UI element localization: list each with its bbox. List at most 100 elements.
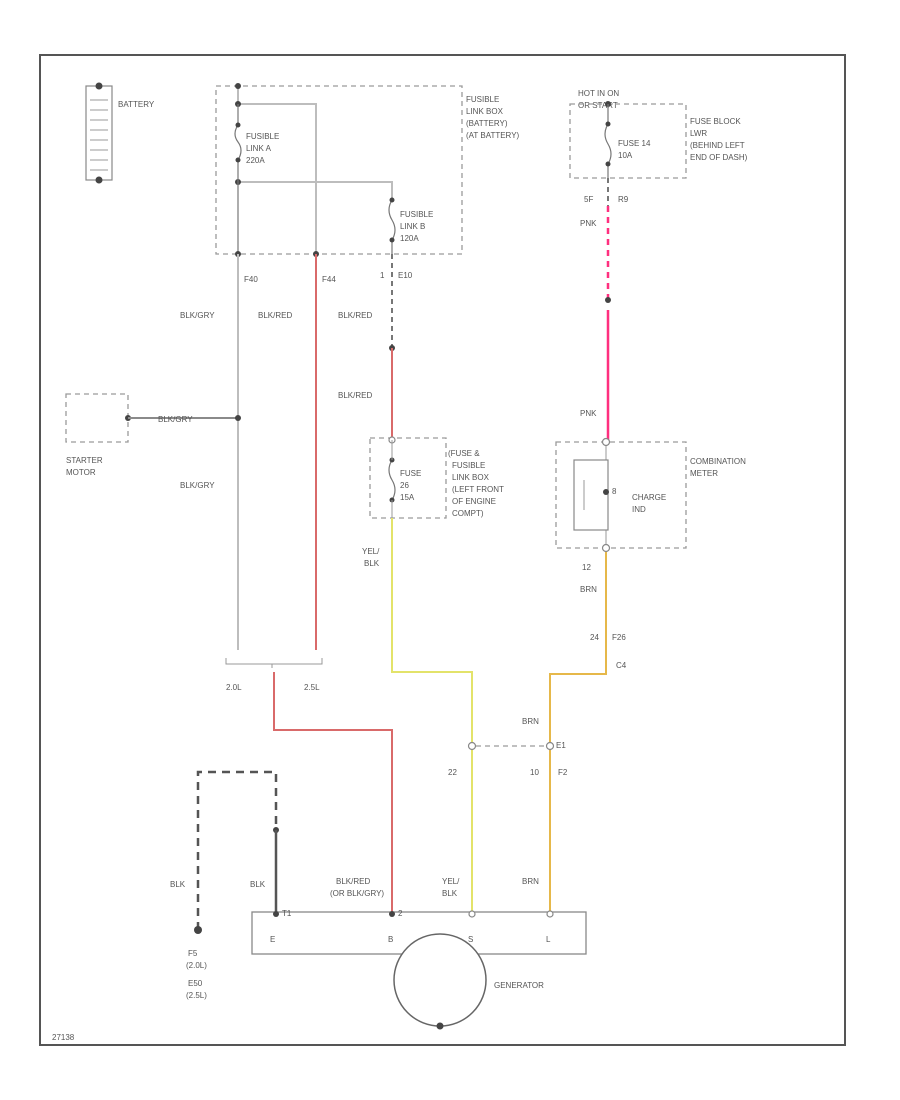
generator-terminal-b: B (388, 935, 393, 944)
connector-24: 24 (590, 633, 599, 642)
wire-label-brn-1: BRN (580, 585, 597, 594)
fuse-block-lwr (569, 103, 687, 179)
fuse-fusible-box-label-4: (LEFT FRONT (452, 485, 504, 494)
fuse-block-label-4: END OF DASH) (690, 153, 748, 162)
wire-yel-blk (391, 518, 473, 912)
starter-motor-label-2: MOTOR (66, 468, 96, 477)
connector-bracket (225, 658, 323, 665)
wire-label-blk-red-1: BLK/RED (258, 311, 292, 320)
connector-c4: C4 (616, 661, 627, 670)
combination-meter-box (555, 441, 687, 549)
wire-label-pnk-1: PNK (580, 219, 597, 228)
fuse-14-label-2: 10A (618, 151, 633, 160)
connector-f40: F40 (244, 275, 258, 284)
fuse-26-label-2: 26 (400, 481, 409, 490)
connector-b: 2 (398, 909, 403, 918)
battery-symbol (85, 82, 113, 184)
connector-r9: R9 (618, 195, 629, 204)
connector-f44: F44 (322, 275, 336, 284)
fuse-block-label-3: (BEHIND LEFT (690, 141, 745, 150)
starter-motor-label-1: STARTER (66, 456, 103, 465)
wire-label-blk-gnd1: BLK (170, 880, 186, 889)
diagram-frame (39, 54, 846, 1046)
connector-2-0l: 2.0L (226, 683, 242, 692)
fusible-link-box-label-1: FUSIBLE (466, 95, 499, 104)
charge-indicator-lamp (573, 459, 609, 531)
combination-meter-label-2: METER (690, 469, 718, 478)
fusible-link-a-label-1: FUSIBLE (246, 132, 279, 141)
starter-motor-box (65, 393, 129, 443)
wire-blk-red-to-gen (273, 672, 393, 912)
ground-label-4: (2.5L) (186, 991, 207, 1000)
wire-label-blk-gry-2: BLK/GRY (180, 481, 215, 490)
connector-e1: E1 (556, 741, 566, 750)
wire-label-blk-gnd2: BLK (250, 880, 266, 889)
fusible-link-a-label-3: 220A (246, 156, 265, 165)
battery-label: BATTERY (118, 100, 155, 109)
wire-label-blk-red-gen-2: (OR BLK/GRY) (330, 889, 384, 898)
charge-ind-label-2: IND (632, 505, 646, 514)
ground-label-1: F5 (188, 949, 198, 958)
wire-label-blk-red-3: BLK/RED (338, 391, 372, 400)
connector-5f: 5F (584, 195, 593, 204)
fusible-link-a-label-2: LINK A (246, 144, 272, 153)
fusible-link-box-label-3: (BATTERY) (466, 119, 508, 128)
fuse-fusible-link-box (369, 437, 447, 519)
combination-meter-label-1: COMBINATION (690, 457, 746, 466)
fusible-link-b-label-2: LINK B (400, 222, 425, 231)
connector-10: 10 (530, 768, 539, 777)
wire-label-blk-gry-1: BLK/GRY (180, 311, 215, 320)
fuse-block-label-1: FUSE BLOCK (690, 117, 741, 126)
wire-label-yel-gen-1: YEL/ (442, 877, 460, 886)
generator-terminal-s: S (468, 935, 473, 944)
wire-label-brn-gen: BRN (522, 877, 539, 886)
connector-e10: E10 (398, 271, 413, 280)
fuse-block-label-2: LWR (690, 129, 707, 138)
wire-label-yel-gen-2: BLK (442, 889, 458, 898)
generator-label: GENERATOR (494, 981, 544, 990)
diagram-footer-id: 27138 (52, 1033, 75, 1042)
connector-2-5l: 2.5L (304, 683, 320, 692)
wire-label-brn-2: BRN (522, 717, 539, 726)
connector-1: 1 (380, 271, 385, 280)
fuse-fusible-box-label-1: (FUSE & (448, 449, 480, 458)
hot-in-on-label-2: OR START (578, 101, 618, 110)
fusible-link-b-symbol (388, 199, 396, 254)
generator-terminal-l: L (546, 935, 551, 944)
fusible-link-b-label-1: FUSIBLE (400, 210, 433, 219)
connector-22: 22 (448, 768, 457, 777)
fusible-box-bus (237, 86, 317, 254)
fusible-link-b-feed (238, 181, 393, 200)
wire-label-blk: BLK (364, 559, 380, 568)
hot-in-on-label-1: HOT IN ON (578, 89, 619, 98)
fuse-26-label-1: FUSE (400, 469, 421, 478)
wire-label-blk-red-gen-1: BLK/RED (336, 877, 370, 886)
wire-label-blk-gry-starter: BLK/GRY (158, 415, 193, 424)
fuse-fusible-box-label-5: OF ENGINE (452, 497, 496, 506)
generator-terminal-e: E (270, 935, 275, 944)
connector-12: 12 (582, 563, 591, 572)
charge-ind-label-1: CHARGE (632, 493, 666, 502)
wire-label-blk-red-2: BLK/RED (338, 311, 372, 320)
connector-t1: T1 (282, 909, 292, 918)
fuse-fusible-box-label-6: COMPT) (452, 509, 484, 518)
fusible-link-b-label-3: 120A (400, 234, 419, 243)
fuse-26-symbol (388, 459, 396, 501)
wire-label-yel: YEL/ (362, 547, 380, 556)
ground-dashed-loop (196, 770, 278, 930)
ground-label-2: (2.0L) (186, 961, 207, 970)
fuse-fusible-box-label-2: FUSIBLE (452, 461, 485, 470)
fusible-link-box-label-2: LINK BOX (466, 107, 504, 116)
fusible-link-box-label-4: (AT BATTERY) (466, 131, 520, 140)
wire-brn (549, 552, 607, 912)
connector-f26: F26 (612, 633, 626, 642)
connector-meter-8: 8 (612, 487, 617, 496)
fuse-14-label-1: FUSE 14 (618, 139, 651, 148)
fuse-26-label-3: 15A (400, 493, 415, 502)
fuse-14-symbol (604, 104, 612, 178)
ground-label-3: E50 (188, 979, 203, 988)
generator-symbol (393, 933, 487, 1027)
connector-f2: F2 (558, 768, 568, 777)
fuse-fusible-box-label-3: LINK BOX (452, 473, 490, 482)
